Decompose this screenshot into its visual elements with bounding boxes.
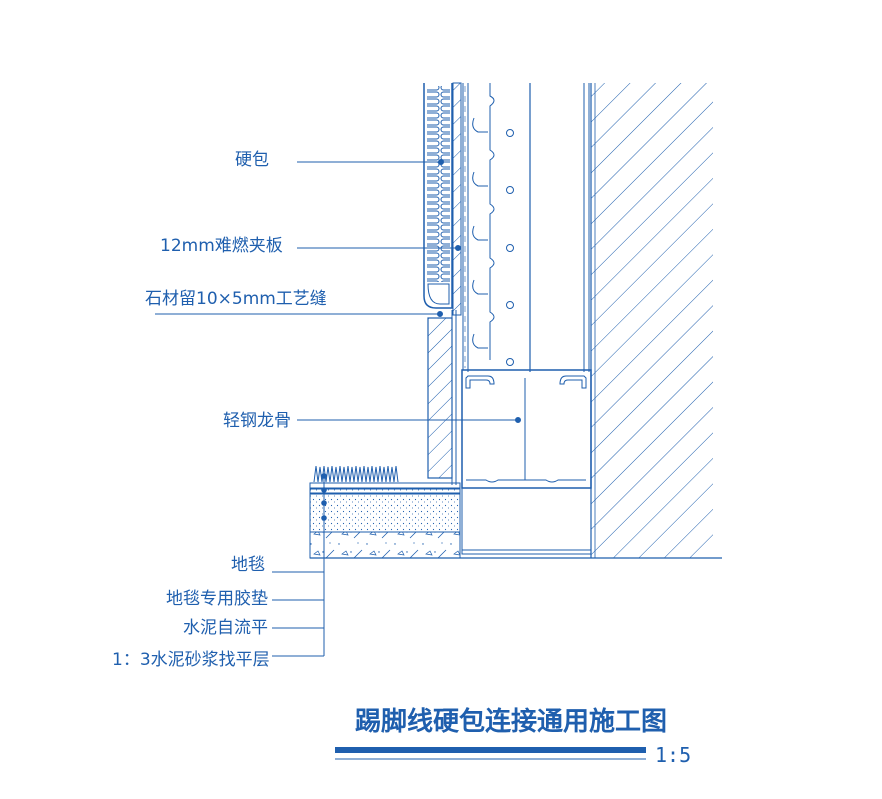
floor-layers bbox=[309, 465, 722, 559]
label-stone-joint: 石材留10×5mm工艺缝 bbox=[145, 289, 327, 309]
structural-wall bbox=[590, 83, 713, 558]
label-carpet: 地毯 bbox=[231, 555, 265, 575]
leader-lines bbox=[155, 159, 521, 657]
steel-keel-vertical bbox=[464, 83, 590, 372]
title-block: 踢脚线硬包连接通用施工图 1:5 bbox=[335, 706, 691, 767]
label-mortar-bed: 1：3水泥砂浆找平层 bbox=[112, 650, 270, 670]
title-underline-bar bbox=[335, 747, 646, 753]
label-self-leveling: 水泥自流平 bbox=[183, 618, 268, 638]
drawing-title: 踢脚线硬包连接通用施工图 bbox=[355, 706, 667, 737]
label-carpet-pad: 地毯专用胶垫 bbox=[166, 589, 268, 609]
label-light-steel-keel: 轻钢龙骨 bbox=[223, 411, 291, 431]
label-fire-board: 12mm难燃夹板 bbox=[160, 236, 283, 256]
label-hard-cladding: 硬包 bbox=[235, 150, 269, 170]
light-steel-keel bbox=[461, 369, 592, 555]
fire-retardant-board bbox=[452, 82, 464, 370]
stone-skirting bbox=[427, 310, 457, 485]
drawing-scale: 1:5 bbox=[655, 743, 691, 767]
carpet-pile bbox=[313, 465, 399, 483]
hard-cladding-panel bbox=[423, 83, 453, 309]
